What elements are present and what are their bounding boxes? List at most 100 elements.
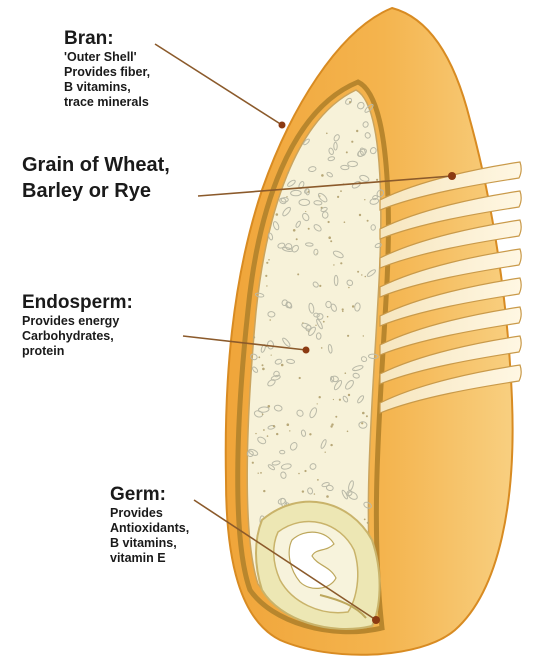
germ-line: Provides: [110, 506, 189, 521]
endosperm-dot: [367, 522, 369, 524]
endosperm-dot: [327, 316, 329, 318]
endosperm-dot: [252, 462, 254, 464]
endosperm-dot: [345, 372, 347, 374]
endosperm-dot: [305, 211, 306, 212]
endosperm-dot: [364, 199, 365, 200]
bran-line: trace minerals: [64, 95, 150, 110]
germ-description: Provides Antioxidants, B vitamins, vitam…: [110, 506, 189, 566]
endosperm-dot: [330, 240, 332, 242]
endosperm-label: Endosperm: Provides energy Carbohydrates…: [22, 292, 133, 359]
endosperm-dot: [304, 470, 306, 472]
endosperm-dot: [287, 423, 290, 426]
endosperm-dot: [319, 285, 321, 287]
endosperm-line: Carbohydrates,: [22, 329, 133, 344]
endosperm-dot: [365, 276, 367, 278]
endosperm-title: Endosperm:: [22, 292, 133, 314]
endosperm-dot: [315, 325, 316, 326]
bran-line: Provides fiber,: [64, 65, 150, 80]
germ-line: B vitamins,: [110, 536, 189, 551]
endosperm-dot: [262, 414, 264, 416]
endosperm-dot: [293, 229, 296, 232]
endosperm-dot: [266, 285, 267, 286]
endosperm-dot: [317, 403, 318, 404]
endosperm-dot: [308, 228, 310, 230]
endosperm-dot: [319, 195, 320, 196]
endosperm-dot: [309, 433, 311, 435]
endosperm-dot: [331, 423, 333, 425]
endosperm-dot: [328, 236, 331, 239]
endosperm-description: Provides energy Carbohydrates, protein: [22, 314, 133, 359]
endosperm-dot: [348, 287, 350, 289]
endosperm-dot: [262, 364, 264, 366]
grain-label: Grain of Wheat, Barley or Rye: [22, 152, 170, 204]
endosperm-dot: [319, 396, 321, 398]
endosperm-dot: [267, 435, 269, 437]
endosperm-dot: [297, 273, 299, 275]
germ-title: Germ:: [110, 484, 189, 506]
endosperm-dot: [266, 262, 268, 264]
endosperm-dot: [260, 472, 262, 474]
endosperm-dot: [349, 101, 351, 103]
endosperm-dot: [281, 364, 284, 367]
endosperm-dot: [269, 319, 271, 321]
bran-title: Bran:: [64, 28, 150, 50]
endosperm-dot: [268, 259, 270, 261]
germ-dot: [372, 616, 380, 624]
endosperm-dot: [356, 130, 358, 132]
endosperm-dot: [330, 444, 332, 446]
endosperm-dot: [357, 271, 359, 273]
endosperm-dot: [361, 422, 363, 424]
endosperm-dot: [287, 172, 289, 174]
endosperm-dot: [326, 133, 328, 135]
endosperm-dot: [344, 221, 346, 223]
endosperm-dot: [262, 368, 265, 371]
endosperm-dot: [363, 335, 364, 336]
endosperm-dot: [258, 473, 259, 474]
endosperm-dot: [273, 425, 275, 427]
grain-dot: [448, 172, 456, 180]
endosperm-dot: [299, 377, 301, 379]
endosperm-dot: [325, 452, 326, 453]
endosperm-dot: [367, 220, 369, 222]
grain-line: Barley or Rye: [22, 178, 170, 204]
endosperm-dot: [364, 519, 366, 521]
bran-line: B vitamins,: [64, 80, 150, 95]
endosperm-dot: [298, 473, 300, 475]
endosperm-dot: [376, 179, 378, 181]
endosperm-dot: [342, 308, 344, 310]
endosperm-dot: [328, 221, 330, 223]
endosperm-dot: [326, 495, 329, 498]
endosperm-dot: [346, 151, 348, 153]
endosperm-dot: [335, 416, 337, 418]
germ-line: Antioxidants,: [110, 521, 189, 536]
endosperm-dot: [271, 355, 272, 356]
endosperm-dot: [276, 213, 279, 216]
endosperm-dot: [366, 415, 368, 417]
endosperm-dot: [347, 431, 349, 433]
endosperm-dot: [359, 214, 361, 216]
endosperm-dot: [296, 238, 298, 240]
endosperm-dot: [255, 433, 256, 434]
germ-label: Germ: Provides Antioxidants, B vitamins,…: [110, 484, 189, 566]
endosperm-dot: [352, 305, 354, 307]
bran-dot: [279, 122, 286, 129]
endosperm-dot: [263, 429, 265, 431]
bran-description: 'Outer Shell' Provides fiber, B vitamins…: [64, 50, 150, 110]
endosperm-dot: [333, 399, 334, 400]
endosperm-dot: [361, 274, 362, 275]
bran-line: 'Outer Shell': [64, 50, 150, 65]
endosperm-dot: [302, 322, 303, 323]
endosperm-dot: [340, 262, 342, 264]
endosperm-dot: [321, 347, 323, 349]
endosperm-dot: [302, 490, 304, 492]
endosperm-dot: [289, 430, 290, 431]
endosperm-dot: [253, 336, 255, 338]
bran-label: Bran: 'Outer Shell' Provides fiber, B vi…: [64, 28, 150, 110]
germ-line: vitamin E: [110, 551, 189, 566]
endosperm-dot: [323, 321, 325, 323]
endosperm-dot: [303, 347, 310, 354]
endosperm-line: protein: [22, 344, 133, 359]
endosperm-dot: [317, 479, 319, 481]
endosperm-dot: [333, 264, 334, 265]
endosperm-line: Provides energy: [22, 314, 133, 329]
